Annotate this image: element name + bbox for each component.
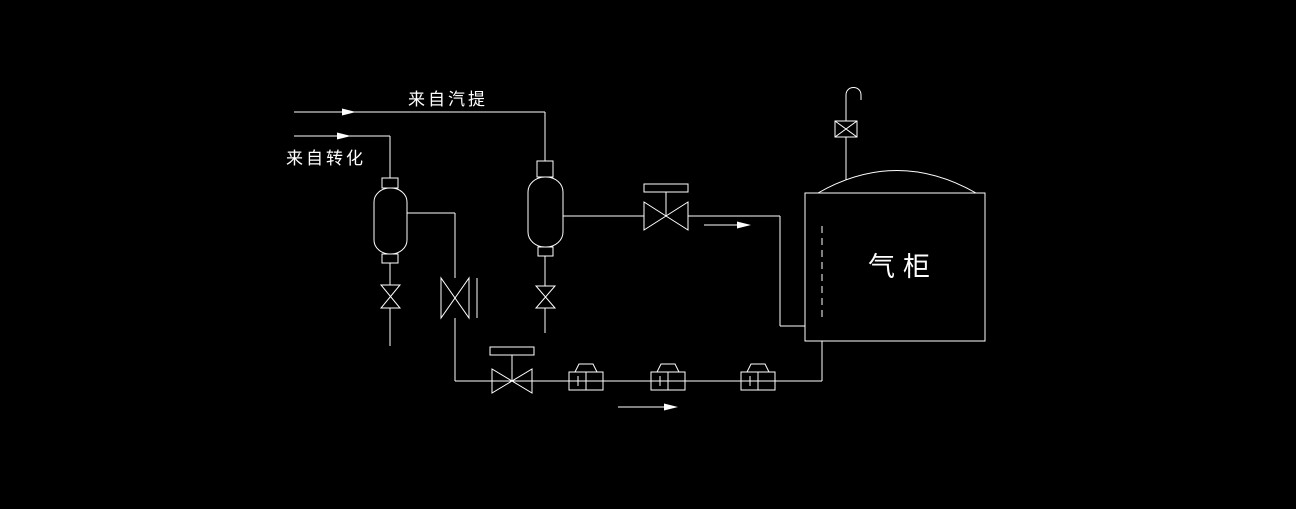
meter-polarity-marks xyxy=(573,372,599,390)
label-from-conversion: 来自转化 xyxy=(286,149,366,169)
flow-meter-2 xyxy=(650,363,686,391)
flow-meter-1 xyxy=(568,363,604,391)
meter-cap xyxy=(574,363,598,373)
control-valve-top xyxy=(563,183,805,327)
gas-holder-tank: 气柜 xyxy=(804,170,986,342)
inlet-line-conversion: 来自转化 xyxy=(286,132,390,169)
drain-valve-icon xyxy=(379,284,402,309)
separator-vessel-left xyxy=(373,136,408,346)
separator-vessel-right xyxy=(527,112,564,333)
meter-cap xyxy=(746,363,770,373)
flow-meter-3 xyxy=(740,363,776,391)
bottom-header xyxy=(455,341,823,382)
label-gas-holder: 气柜 xyxy=(868,252,938,283)
meter-polarity-marks xyxy=(745,372,771,390)
tank-dome xyxy=(817,170,977,194)
vessel-bottom-nozzle xyxy=(381,253,399,264)
vessel-top-nozzle xyxy=(381,177,399,189)
flow-arrow-icon xyxy=(664,403,678,411)
vessel-body xyxy=(527,176,564,248)
flow-arrow-icon xyxy=(737,221,751,229)
gate-valve-icon xyxy=(440,276,470,320)
pipe-line xyxy=(407,212,456,278)
bottom-flow-arrow xyxy=(618,403,678,411)
control-valve-bottom xyxy=(489,346,535,394)
meter-cap xyxy=(656,363,680,373)
valve-actuator xyxy=(489,346,535,356)
inlet-line-stripping: 来自汽提 xyxy=(294,90,545,116)
vent-gooseneck xyxy=(845,87,862,100)
vessel-top-nozzle xyxy=(536,160,554,178)
drain-valve-icon xyxy=(534,285,557,309)
vessel-body xyxy=(373,187,408,255)
label-from-stripping: 来自汽提 xyxy=(408,90,488,110)
pipe-line xyxy=(688,215,805,327)
gate-valve-branch xyxy=(407,212,478,381)
flow-arrow-icon xyxy=(337,132,351,140)
vent-valve-cross xyxy=(834,120,858,138)
meter-polarity-marks xyxy=(655,372,681,390)
control-valve-icon xyxy=(491,368,533,394)
valve-actuator xyxy=(643,183,689,193)
control-valve-icon xyxy=(643,201,689,231)
flow-arrow-icon xyxy=(342,108,356,116)
vessel-bottom-nozzle xyxy=(537,246,554,257)
vent-assembly xyxy=(834,87,862,180)
tank-shell xyxy=(804,192,986,342)
